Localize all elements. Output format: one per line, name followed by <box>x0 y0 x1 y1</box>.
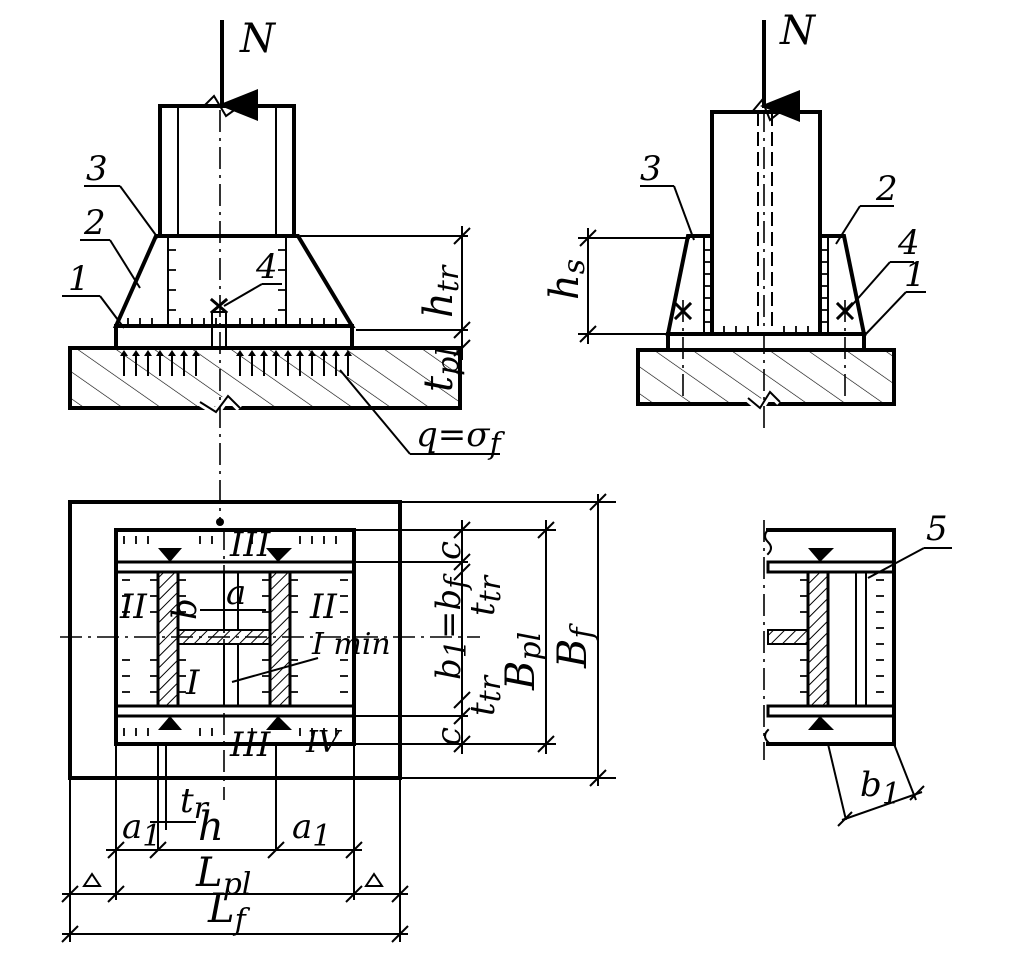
label-zone-III-top: III <box>229 525 271 565</box>
column-flange-left <box>156 570 180 708</box>
side-elevation: N 3 2 4 <box>542 8 926 430</box>
label-a1-left: a1 <box>122 807 161 854</box>
label-part-1-side: 1 <box>904 255 926 295</box>
weld-ticks-side <box>704 249 828 334</box>
label-b1-side: b1 <box>860 765 901 812</box>
label-zone-I-min: I min <box>311 627 391 662</box>
front-elevation: N <box>62 16 505 526</box>
label-part-2-front: 2 <box>83 203 106 243</box>
load-label-side: N <box>779 8 817 54</box>
label-zone-I: I <box>185 663 200 703</box>
label-zone-III-bottom: III <box>229 725 271 765</box>
label-part-1-front: 1 <box>68 259 90 299</box>
label-ttr-bottom: ttr <box>463 674 508 716</box>
column-flange-right <box>268 570 292 708</box>
label-c-top: c <box>429 541 469 560</box>
height-dims-front: htr tpl <box>300 226 471 392</box>
foundation-plan <box>68 500 402 780</box>
pressure-arrows <box>120 350 352 376</box>
label-Bpl: Bpl <box>498 632 548 691</box>
label-dim-a: a <box>226 573 246 613</box>
label-tr: tr <box>180 781 210 826</box>
label-part-5: 5 <box>926 509 948 549</box>
label-b1-bf: b1=bf <box>429 573 474 680</box>
load-label-front: N <box>239 16 277 62</box>
plan-horizontal-dims: tr a1 h a1 Lpl Lf <box>61 744 409 943</box>
label-part-4-front: 4 <box>255 247 278 287</box>
label-a1-right: a1 <box>292 807 331 854</box>
plan-vertical-dims: c b1=bf ttr ttr Bpl Bf c <box>354 493 616 787</box>
label-dim-b: b <box>165 598 205 620</box>
label-zone-II-right: II <box>309 587 337 627</box>
label-zone-II-left: II <box>119 587 147 627</box>
part-labels-front: 3 2 1 4 <box>62 149 282 329</box>
label-ttr-top: ttr <box>463 574 508 616</box>
label-c-bottom: c <box>429 727 469 746</box>
label-part-3-front: 3 <box>86 149 108 189</box>
label-q: q=σf <box>416 415 505 462</box>
foundation-side <box>636 348 896 415</box>
label-h-s: hs <box>542 259 592 300</box>
stiffener-5 <box>855 571 867 707</box>
label-t-pl: tpl <box>416 347 466 392</box>
base-plate-front <box>114 324 354 350</box>
column-side <box>710 110 822 336</box>
label-h-tr: htr <box>416 264 466 318</box>
label-h: h <box>198 804 224 850</box>
weld-ticks-plan <box>122 536 348 736</box>
plan-view: III II II I I min IV III a b c <box>60 493 616 943</box>
label-zone-IV: IV <box>305 725 343 760</box>
label-part-4-side: 4 <box>897 223 920 263</box>
label-Lpl: Lpl <box>195 850 251 902</box>
label-part-3-side: 3 <box>640 149 662 189</box>
traverse-front <box>112 234 356 328</box>
base-plate-side <box>666 332 866 352</box>
partial-plan: 5 b1 <box>763 509 952 827</box>
weld-ticks-front <box>127 249 337 326</box>
partial-flange <box>806 570 830 708</box>
column-front <box>158 94 296 238</box>
label-Bf: Bf <box>550 623 600 669</box>
label-part-2-side: 2 <box>875 169 898 209</box>
